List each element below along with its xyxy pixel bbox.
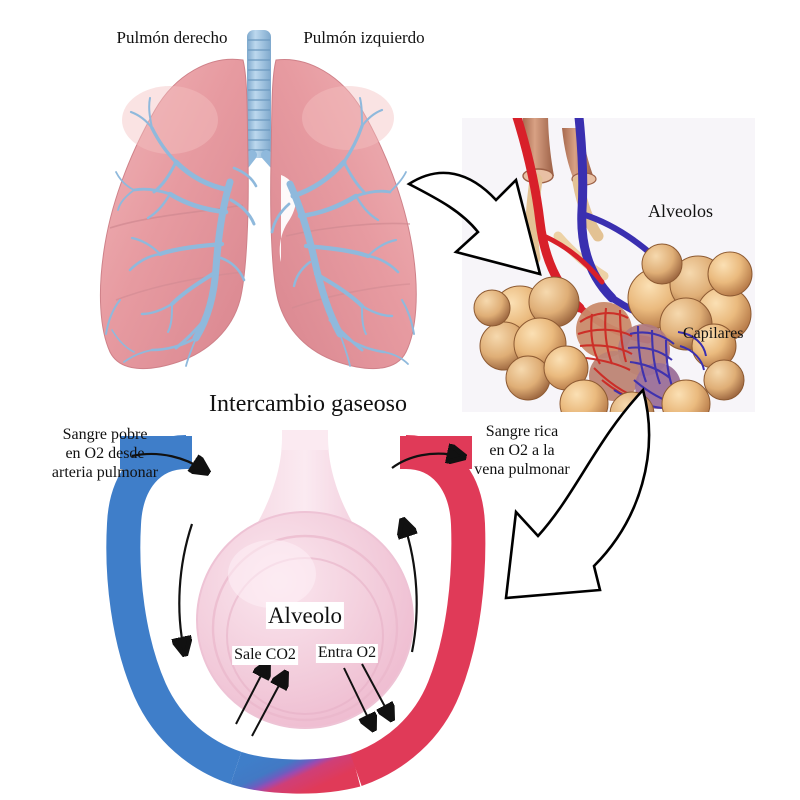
alveolus-body: [196, 430, 414, 729]
label-alveolo: Alveolo: [265, 602, 345, 630]
arrow-lungs-to-inset: [406, 171, 542, 276]
label-capilares: Capilares: [683, 325, 744, 342]
label-deoxy-line2: en O2 desde: [65, 444, 145, 462]
label-oxy-line1: Sangre rica: [485, 423, 559, 440]
label-oxy-line3: vena pulmonar: [474, 460, 570, 478]
alveolar-sac-cluster-upper: [627, 243, 753, 369]
label-deoxy-line1: Sangre pobre: [62, 426, 148, 443]
label-deoxy-line3: arteria pulmonar: [51, 463, 159, 481]
label-sale-co2: Sale CO2: [232, 646, 298, 665]
left-lung-body: [270, 58, 417, 370]
label-right-lung: Pulmón derecho: [116, 28, 228, 47]
bronchial-tree-left: [270, 97, 415, 367]
bronchial-tree-right: [105, 97, 258, 367]
co2-diffusion-arrows: [235, 666, 284, 737]
label-oxygenated-blood: Sangre rica en O2 a la vena pulmonar: [474, 423, 570, 480]
alveolar-sac-cluster-lower: [559, 359, 745, 412]
label-alveolos: Alveolos: [648, 201, 713, 221]
section-title-intercambio-gaseoso: Intercambio gaseoso: [209, 391, 407, 417]
alveolar-sac-cluster-left: [473, 276, 589, 401]
label-entra-o2: Entra O2: [315, 644, 379, 663]
arrow-inset-to-alveolus: [504, 387, 651, 600]
label-oxy-line2: en O2 a la: [489, 441, 555, 459]
blood-flow-arrows: [131, 454, 460, 652]
alveoli-inset-panel: [462, 118, 755, 412]
o2-diffusion-arrows: [343, 663, 390, 726]
label-deoxygenated-blood: Sangre pobre en O2 desde arteria pulmona…: [52, 426, 158, 483]
alveoli-capillaries-illustration: [473, 118, 753, 412]
label-left-lung: Pulmón izquierdo: [303, 28, 425, 47]
